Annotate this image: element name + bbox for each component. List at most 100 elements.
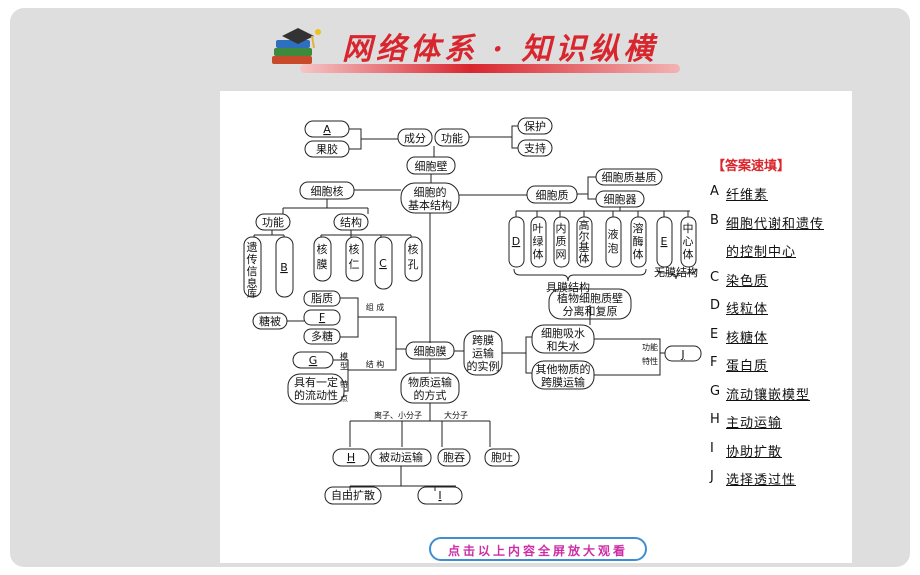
blank-h: H xyxy=(347,451,355,464)
components-label: 成分 xyxy=(404,132,426,145)
composition-label: 组 成 xyxy=(366,302,385,312)
model-char-2: 型 xyxy=(340,362,348,371)
chloroplast-char-3: 体 xyxy=(533,247,544,261)
answer-letter: G xyxy=(710,383,721,399)
slide-title: 网络体系 · 知识纵横 xyxy=(342,32,658,67)
blank-i: I xyxy=(438,489,441,502)
answer-text: 线粒体 xyxy=(726,302,769,317)
small-molecules-label: 离子、小分子 xyxy=(374,410,422,420)
answer-text: 主动运输 xyxy=(726,416,783,431)
golgi-char-4: 体 xyxy=(579,251,590,265)
glycocalyx-label: 糖被 xyxy=(259,314,281,328)
answer-text: 纤维素 xyxy=(726,188,769,203)
transmembrane-label-2: 运输 xyxy=(472,346,494,360)
plasmolysis-label-1: 植物细胞质壁 xyxy=(557,291,623,305)
answer-text-continuation: 的控制中心 xyxy=(726,245,797,260)
property-link-label: 特性 xyxy=(642,356,658,366)
answer-letter: H xyxy=(710,412,720,427)
golgi-char-2: 尔 xyxy=(579,230,590,243)
other-transport-label-2: 跨膜运输 xyxy=(541,375,585,389)
chloroplast-char-1: 叶 xyxy=(533,222,544,235)
cytoplasm-label: 细胞质 xyxy=(536,189,569,202)
answer-text: 核糖体 xyxy=(726,330,769,346)
er-char-1: 内 xyxy=(556,221,567,235)
vacuole-char-2: 泡 xyxy=(608,241,619,255)
fluidity-label-1: 具有一定 xyxy=(294,375,338,389)
nucleolus-char-1: 核 xyxy=(349,242,360,256)
nucleus-function-label: 功能 xyxy=(262,215,284,229)
blank-d: D xyxy=(512,235,520,248)
feature-char-2: 点 xyxy=(340,394,348,403)
basic-structure-label-1: 细胞的 xyxy=(414,185,447,199)
fluidity-label-2: 的流动性 xyxy=(294,388,338,402)
basic-structure-label-2: 基本结构 xyxy=(408,198,452,212)
answer-letter: J xyxy=(710,469,714,484)
large-molecules-label: 大分子 xyxy=(444,410,468,420)
water-uptake-label-2: 和失水 xyxy=(547,340,580,353)
water-uptake-label-1: 细胞吸水 xyxy=(541,327,585,340)
non-membranous-label: 无膜结构 xyxy=(654,265,698,279)
nuclear-pore-char-2: 孔 xyxy=(408,258,419,271)
passive-transport-label: 被动运输 xyxy=(379,450,423,464)
centrosome-char-2: 心 xyxy=(683,235,694,248)
feature-char-1: 特 xyxy=(340,379,348,389)
graduation-books-logo-icon xyxy=(272,28,321,64)
blank-e: E xyxy=(661,235,668,248)
nucleolus-char-2: 仁 xyxy=(349,258,360,271)
answer-heading: 【答案速填】 xyxy=(712,159,791,174)
structure-link-label: 结 构 xyxy=(366,359,385,369)
answer-row: G 流动镶嵌模型 xyxy=(700,384,850,413)
blank-b: B xyxy=(280,261,288,274)
answer-row: F 蛋白质 xyxy=(700,355,850,384)
pectin-label: 果胶 xyxy=(316,142,338,156)
cytosol-label: 细胞质基质 xyxy=(602,171,657,184)
organelles-label: 细胞器 xyxy=(604,193,637,206)
answer-text: 蛋白质 xyxy=(726,359,769,374)
diagram-panel: A 果胶 成分 功能 保护 支持 细胞壁 细胞的 基本结构 细胞核 细胞质 细胞… xyxy=(220,91,852,563)
blank-c: C xyxy=(379,257,387,270)
concept-map: A 果胶 成分 功能 保护 支持 细胞壁 细胞的 基本结构 细胞核 细胞质 细胞… xyxy=(243,117,702,505)
protect-label: 保护 xyxy=(524,119,546,133)
vacuole-char-1: 液 xyxy=(608,227,619,241)
answer-text: 选择透过性 xyxy=(726,473,797,488)
genetic-char-3: 信 xyxy=(247,265,258,278)
answer-letter: C xyxy=(710,269,720,285)
answer-row: E 核糖体 xyxy=(700,327,850,356)
support-label: 支持 xyxy=(524,141,546,155)
answer-text: 协助扩散 xyxy=(726,444,783,460)
transport-mode-label-1: 物质运输 xyxy=(408,375,452,389)
centrosome-char-1: 中 xyxy=(683,222,694,235)
fullscreen-button[interactable]: 点击以上内容全屏放大观看 xyxy=(429,537,647,561)
answer-row: D 线粒体 xyxy=(700,298,850,327)
transmembrane-label-1: 跨膜 xyxy=(472,334,494,347)
answer-text: 染色质 xyxy=(726,273,769,289)
golgi-char-1: 高 xyxy=(579,218,590,232)
transport-mode-label-2: 的方式 xyxy=(414,388,447,402)
title-underline xyxy=(300,64,680,73)
genetic-char-2: 传 xyxy=(247,253,258,266)
blank-a: A xyxy=(323,123,331,136)
answer-row: H 主动运输 xyxy=(700,412,850,441)
cell-wall-label: 细胞壁 xyxy=(415,159,448,173)
lysosome-char-1: 溶 xyxy=(633,221,644,235)
model-char-1: 模 xyxy=(340,351,348,361)
lysosome-char-3: 体 xyxy=(633,247,644,261)
answer-text: 流动镶嵌模型 xyxy=(726,387,811,403)
er-char-3: 网 xyxy=(556,248,567,261)
blank-j: J xyxy=(680,348,684,361)
golgi-char-3: 基 xyxy=(579,241,590,254)
function-link-label: 功能 xyxy=(642,342,658,352)
other-transport-label-1: 其他物质的 xyxy=(536,362,591,376)
answer-letter: F xyxy=(710,355,718,370)
answer-letter: D xyxy=(710,298,721,313)
answer-text: 细胞代谢和遗传 xyxy=(726,216,825,232)
chloroplast-char-2: 绿 xyxy=(533,234,544,248)
transmembrane-label-3: 的实例 xyxy=(467,359,500,373)
answer-letter: E xyxy=(710,326,719,342)
answer-row: C 染色质 xyxy=(700,270,850,299)
genetic-char-4: 息 xyxy=(247,276,258,290)
nucleus-label: 细胞核 xyxy=(311,184,344,198)
